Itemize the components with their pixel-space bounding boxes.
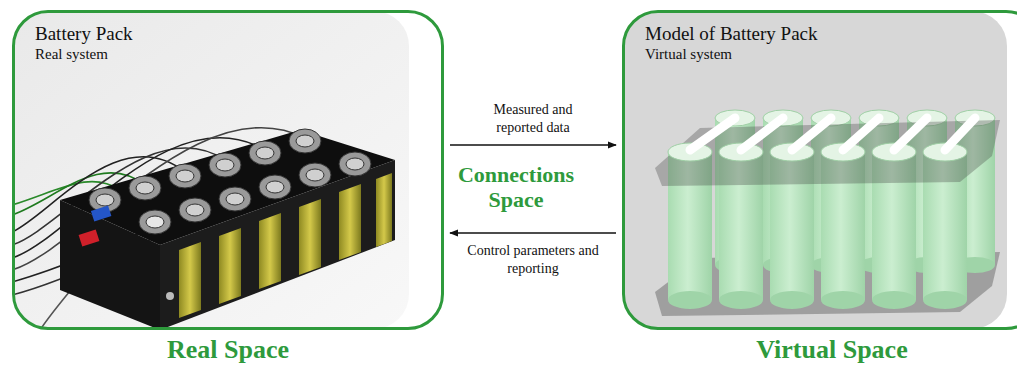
data-arrow xyxy=(450,144,616,145)
art-shape xyxy=(160,160,395,329)
system-box: Model of Battery PackVirtual systemVirtu… xyxy=(622,10,1017,330)
art-shape xyxy=(256,147,274,159)
art-shape xyxy=(259,175,291,199)
art-shape xyxy=(176,170,194,182)
art-shape xyxy=(226,193,244,205)
art-shape xyxy=(169,164,201,188)
art-shape xyxy=(299,163,331,187)
art-shape xyxy=(923,291,967,309)
art-shape xyxy=(719,291,763,309)
battery-model xyxy=(655,110,1000,316)
space-caption: Real Space xyxy=(15,335,441,365)
system-box: Battery PackReal systemReal Space xyxy=(12,10,444,330)
arrow-label: Measured and reported data xyxy=(469,101,597,137)
art-shape xyxy=(792,118,831,150)
art-shape xyxy=(179,242,201,318)
art-shape xyxy=(129,176,161,200)
art-shape xyxy=(843,118,879,150)
art-shape xyxy=(872,291,916,309)
art-shape xyxy=(945,118,975,150)
art-shape xyxy=(690,118,735,150)
art-shape xyxy=(289,129,321,153)
data-arrow xyxy=(450,232,616,233)
box-heading: Model of Battery Pack xyxy=(645,23,1017,45)
art-shape xyxy=(219,187,251,211)
red-connector xyxy=(79,230,100,247)
art-shape xyxy=(249,141,281,165)
connector-tabs xyxy=(690,118,975,150)
art-shape xyxy=(296,135,314,147)
art-shape xyxy=(770,291,814,309)
art-shape xyxy=(668,291,712,309)
art-shape xyxy=(60,130,395,245)
art-shape xyxy=(216,159,234,171)
art-shape xyxy=(821,291,865,309)
art-shape xyxy=(339,152,371,176)
art-shape xyxy=(299,199,321,275)
art-shape xyxy=(219,228,241,304)
wire-bundle xyxy=(13,128,305,329)
box-heading: Battery Pack xyxy=(35,23,441,45)
art-shape xyxy=(376,173,392,247)
front-cell-tops xyxy=(668,143,967,161)
art-shape xyxy=(306,169,324,181)
art-shape xyxy=(146,216,164,228)
art-shape xyxy=(139,210,171,234)
space-caption: Virtual Space xyxy=(625,335,1017,365)
art-shape xyxy=(346,158,364,170)
art-shape xyxy=(894,118,927,150)
art-shape xyxy=(339,184,361,260)
box-subheading: Real system xyxy=(35,46,441,63)
arrow-label: Control parameters and reporting xyxy=(466,242,600,278)
box-subheading: Virtual system xyxy=(645,46,1017,63)
art-shape xyxy=(179,198,211,222)
screw xyxy=(166,292,174,300)
art-shape xyxy=(741,118,783,150)
art-shape xyxy=(266,181,284,193)
blue-connector xyxy=(91,205,112,221)
cell-tops xyxy=(89,129,371,234)
art-shape xyxy=(186,204,204,216)
art-shape xyxy=(209,153,241,177)
art-shape xyxy=(96,194,114,206)
space-label: Connections Space xyxy=(441,162,591,213)
art-shape xyxy=(136,182,154,194)
art-shape xyxy=(259,213,281,289)
